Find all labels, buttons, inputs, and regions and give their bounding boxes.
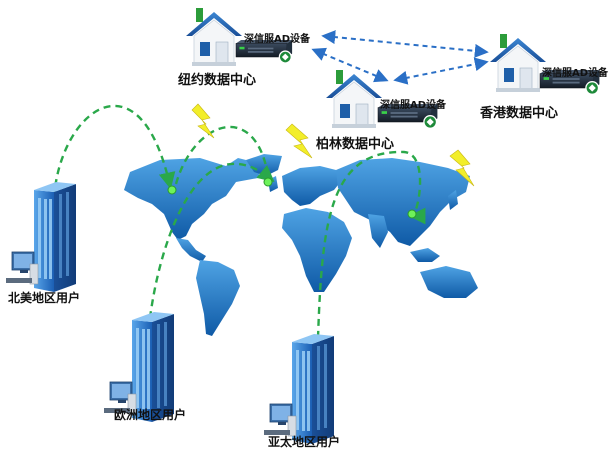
world-map (124, 154, 478, 336)
device-label-newyork: 深信服AD设备 (244, 34, 311, 45)
continent-north-america (124, 158, 262, 240)
lightning-bolts (191, 103, 475, 187)
office-building-icon (263, 333, 335, 445)
endpoint-berlin (263, 177, 273, 187)
continent-asia (336, 158, 470, 246)
user-label-europe: 欧洲地区用户 (114, 408, 187, 422)
continent-japan (448, 190, 458, 210)
lightning-icon (191, 103, 215, 139)
datacenter-house-icon (325, 69, 383, 129)
traffic-eu-user (148, 162, 275, 319)
datacenter-name-hongkong: 香港数据中心 (480, 106, 559, 121)
datacenter-name-berlin: 柏林数据中心 (316, 137, 395, 152)
datacenter-house-icon (185, 7, 243, 67)
continent-india (368, 214, 388, 248)
device-label-berlin: 深信服AD设备 (380, 100, 447, 111)
continent-central-america (176, 238, 206, 262)
continent-australia (420, 266, 478, 298)
traffic-apac-user (316, 150, 426, 339)
user-building-na (5, 181, 77, 293)
lightning-icon (285, 123, 313, 159)
user-label-asia-pacific: 亚太地区用户 (268, 435, 341, 449)
link-newyork-berlin (311, 47, 389, 83)
endpoint-newyork (167, 185, 177, 195)
datacenter-name-newyork: 纽约数据中心 (178, 73, 257, 88)
link-newyork-hongkong (321, 30, 489, 58)
continent-europe (282, 166, 342, 206)
link-berlin-hongkong (393, 57, 489, 85)
office-building-icon (5, 181, 77, 293)
map-endpoints (167, 177, 417, 219)
datacenter-links (311, 30, 489, 85)
traffic-eu-hop (174, 125, 270, 185)
device-label-hongkong: 深信服AD设备 (542, 68, 609, 79)
continent-africa (282, 208, 352, 292)
endpoint-hongkong (407, 209, 417, 219)
user-traffic (52, 104, 426, 339)
datacenter-house-icon (489, 33, 547, 93)
user-building-apac (263, 333, 335, 445)
continent-se-asia (410, 248, 440, 262)
continent-south-america (196, 260, 240, 336)
user-label-north-america: 北美地区用户 (8, 291, 81, 305)
lightning-icon (449, 149, 475, 187)
